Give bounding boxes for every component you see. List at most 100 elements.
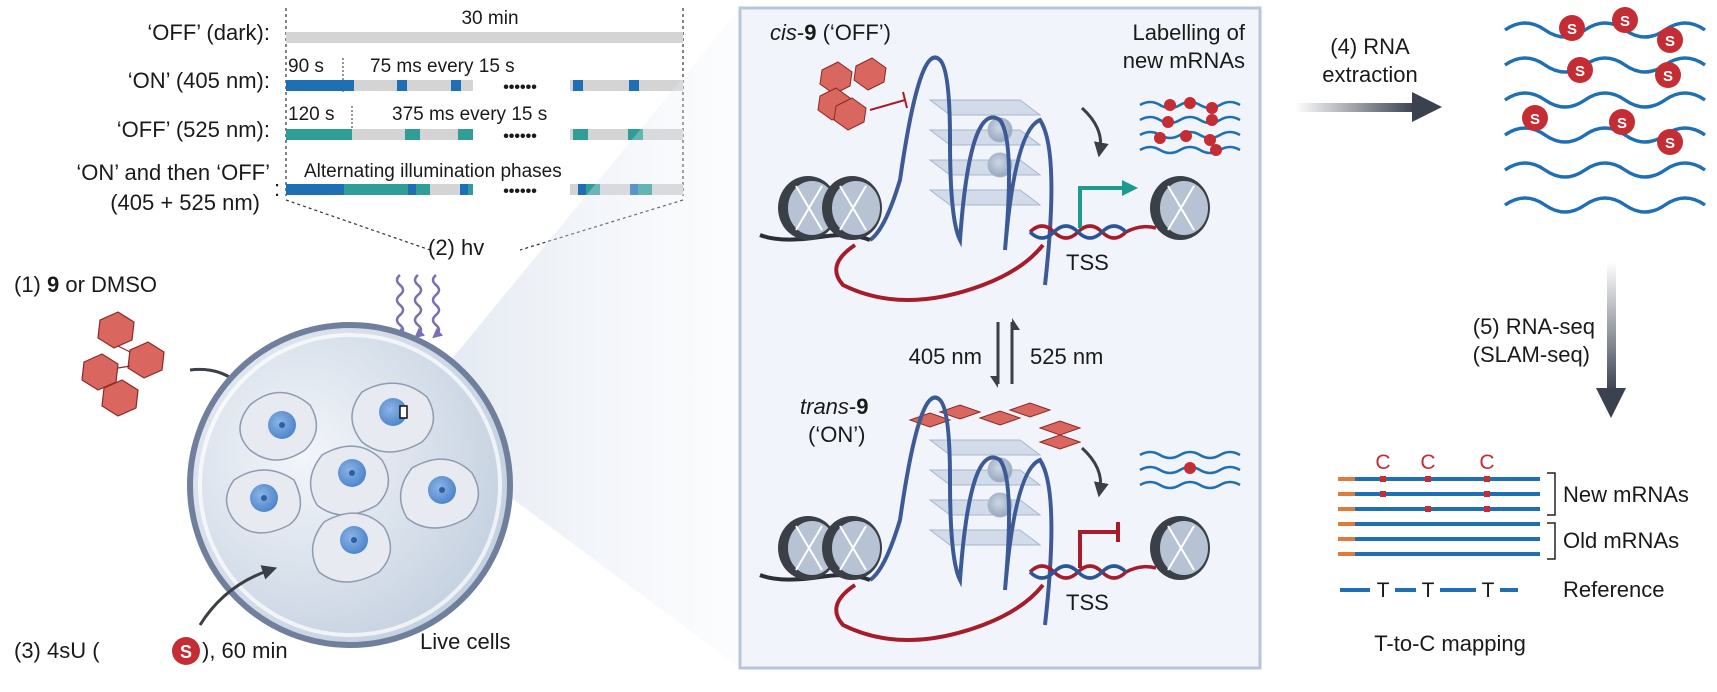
cell-3 bbox=[309, 445, 390, 516]
s-marker: S bbox=[1657, 27, 1683, 53]
trans-italic: trans bbox=[800, 394, 849, 419]
cell-1 bbox=[239, 391, 318, 461]
new-bracket bbox=[1547, 472, 1556, 516]
step1-suffix: or DMSO bbox=[59, 272, 157, 297]
step1-prefix: (1) bbox=[14, 272, 47, 297]
tc-mapping: C C C New mRNAs Old mRNAs T T T Re bbox=[1338, 451, 1689, 656]
s-marker: S bbox=[1522, 105, 1548, 131]
wl-405: 405 nm bbox=[909, 344, 982, 369]
cis-italic: cis bbox=[770, 20, 797, 45]
c-label: C bbox=[1479, 451, 1494, 474]
dots-on: •••••• bbox=[503, 79, 537, 96]
cis-inhibit-bar bbox=[902, 91, 908, 109]
step5-arrowhead bbox=[1596, 388, 1626, 418]
row-label-on-405: ‘ON’ (405 nm): bbox=[128, 68, 270, 93]
bottom-curve-arrow bbox=[1080, 446, 1109, 498]
zoom-beam bbox=[410, 8, 740, 668]
top-dna-red bbox=[1028, 224, 1157, 240]
funnel-left bbox=[285, 199, 431, 251]
bottom-s-marker bbox=[1184, 462, 1196, 474]
row-label-alternating: ‘ON’ and then ‘OFF’ bbox=[76, 160, 270, 185]
svg-text:S: S bbox=[1665, 135, 1675, 152]
svg-text:S: S bbox=[1567, 21, 1577, 38]
row-label-alternating-2: (405 + 525 nm) bbox=[110, 190, 260, 215]
bottom-dna-blue bbox=[1028, 564, 1128, 580]
chromatin-panel: cis-9 (‘OFF’) Labelling of new mRNAs bbox=[738, 6, 1262, 670]
cis-dash: - bbox=[797, 20, 804, 45]
step4-arrow-shaft bbox=[1295, 103, 1415, 112]
tc-mismatch-marks bbox=[1380, 476, 1490, 512]
row-label-off-525: ‘OFF’ (525 nm): bbox=[117, 117, 270, 142]
petri-dish bbox=[187, 322, 513, 648]
cell-6 bbox=[311, 512, 392, 583]
top-s-markers bbox=[1154, 97, 1222, 156]
row-label-off-dark: ‘OFF’ (dark): bbox=[147, 20, 270, 45]
compound-9-molecule bbox=[81, 311, 165, 417]
trans-line2: (‘ON’) bbox=[808, 422, 865, 447]
s-marker: S bbox=[1655, 62, 1681, 88]
step3-prefix: (3) 4sU ( bbox=[14, 638, 100, 663]
bottom-chromatin-loop bbox=[868, 395, 1054, 626]
cis-inhibit bbox=[869, 99, 906, 111]
alt-annotation: Alternating illumination phases bbox=[304, 161, 562, 182]
s-marker: S bbox=[1559, 15, 1585, 41]
light-waves bbox=[395, 274, 444, 339]
top-chromatin: TSS bbox=[759, 55, 1210, 302]
bar-off-dark bbox=[286, 32, 683, 43]
bottom-mediator-stack bbox=[928, 439, 1042, 546]
step4-line2: extraction bbox=[1322, 62, 1417, 87]
read-lines bbox=[1338, 477, 1540, 556]
top-annotation: 30 min bbox=[461, 8, 518, 29]
bottom-nucleosome-left bbox=[778, 516, 882, 580]
on-annotation: 75 ms every 15 s bbox=[370, 56, 515, 77]
step1-group: (1) 9 or DMSO bbox=[14, 272, 256, 417]
dots-alt: •••••• bbox=[503, 183, 537, 200]
bottom-chromatin: TSS bbox=[759, 395, 1210, 642]
svg-text:S: S bbox=[1665, 33, 1675, 50]
cis-9-molecule bbox=[817, 57, 887, 131]
t-label: T bbox=[1422, 579, 1435, 602]
c-label: C bbox=[1420, 451, 1435, 474]
step2-group: (2) hv bbox=[395, 235, 484, 339]
row-colon: : bbox=[274, 176, 280, 201]
step1-bold: 9 bbox=[47, 272, 59, 297]
bottom-tss-block bbox=[1078, 530, 1118, 568]
top-nucleosome-right bbox=[1150, 176, 1210, 240]
cell-4 bbox=[225, 469, 302, 534]
svg-text:S: S bbox=[1663, 68, 1673, 85]
labelling-line2: new mRNAs bbox=[1123, 48, 1245, 73]
dish-caption: Live cells bbox=[420, 629, 510, 654]
timeline-section: ‘OFF’ (dark): ‘ON’ (405 nm): ‘OFF’ (525 … bbox=[76, 8, 684, 251]
t-label: T bbox=[1377, 579, 1390, 602]
labelling-line1: Labelling of bbox=[1132, 20, 1245, 45]
step5-group: (5) RNA-seq (SLAM-seq) bbox=[1473, 262, 1626, 418]
s-badge-step3 bbox=[172, 637, 200, 665]
step2-label: (2) hv bbox=[428, 235, 484, 260]
top-nucleosome-left bbox=[778, 176, 882, 240]
step1-label: (1) 9 or DMSO bbox=[14, 272, 157, 297]
top-chromatin-loop bbox=[868, 55, 1054, 286]
top-dna-blue bbox=[1028, 224, 1128, 240]
step5-arrow-shaft bbox=[1607, 262, 1616, 392]
dots-off: •••••• bbox=[503, 128, 537, 145]
bottom-tss: TSS bbox=[1066, 590, 1109, 615]
svg-text:S: S bbox=[1617, 115, 1627, 132]
switch-arrowhead-up bbox=[1012, 318, 1020, 330]
on-initial-label: 90 s bbox=[288, 56, 324, 77]
top-tss: TSS bbox=[1066, 250, 1109, 275]
wl-525: 525 nm bbox=[1030, 344, 1103, 369]
extracted-s-markers: S S S S S S S S bbox=[1522, 7, 1683, 155]
trans-bold: 9 bbox=[856, 394, 868, 419]
svg-text:S: S bbox=[1620, 13, 1630, 30]
bottom-dna-red bbox=[1028, 564, 1157, 580]
top-mediator-stack bbox=[928, 99, 1042, 206]
old-bracket bbox=[1547, 522, 1556, 560]
bottom-nucleosome-right bbox=[1150, 516, 1210, 580]
step4-group: (4) RNA extraction bbox=[1295, 34, 1442, 122]
s-marker: S bbox=[1567, 57, 1593, 83]
off-initial-label: 120 s bbox=[288, 104, 334, 125]
step5-line2: (SLAM-seq) bbox=[1473, 342, 1590, 367]
switch-arrowhead-down bbox=[990, 376, 998, 388]
top-tss-arrow bbox=[1078, 186, 1125, 228]
